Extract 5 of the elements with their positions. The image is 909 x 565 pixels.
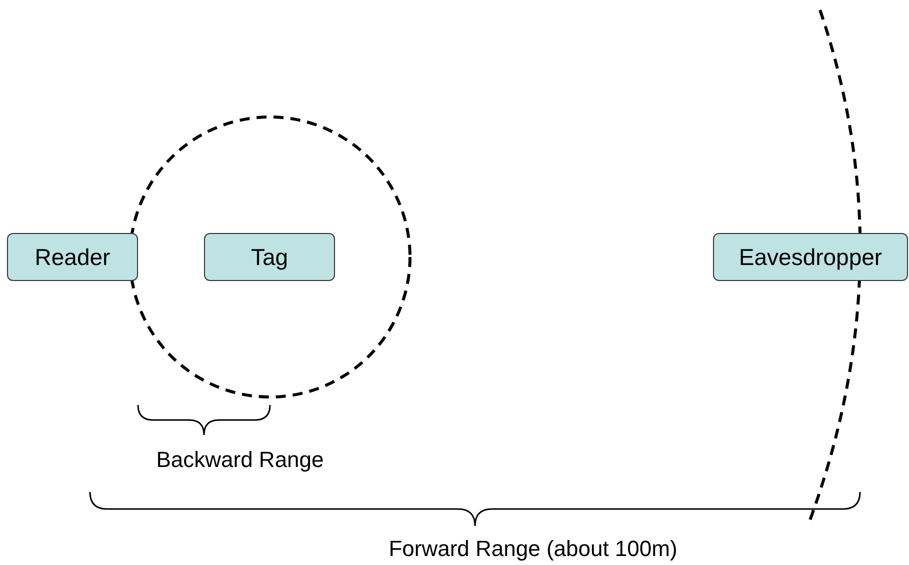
device-box: Tag [204,233,335,281]
range-label: Forward Range (about 100m) [388,536,678,562]
range-label: Backward Range [156,447,324,473]
device-box: Eavesdropper [713,233,908,281]
device-box: Reader [7,233,138,281]
